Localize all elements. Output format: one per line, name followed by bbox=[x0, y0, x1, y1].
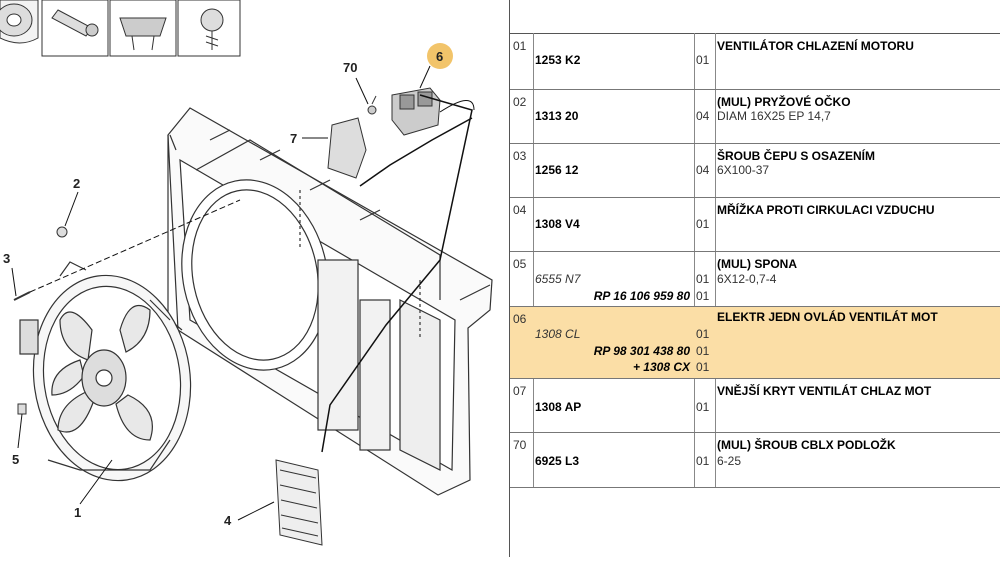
fan-shroud-frame bbox=[167, 107, 493, 496]
table-row[interactable]: 05 6555 N7 01 RP 16 106 959 80 01 (MUL) … bbox=[510, 252, 1000, 307]
part-description: VENTILÁTOR CHLAZENÍ MOTORU bbox=[717, 39, 914, 53]
part-reference[interactable]: 6925 L3 bbox=[535, 454, 580, 468]
part-quantity: 04 bbox=[696, 109, 710, 123]
row-index: 70 bbox=[513, 438, 527, 452]
column-divider bbox=[715, 33, 716, 488]
part-description: (MUL) PRYŽOVÉ OČKO bbox=[717, 95, 851, 109]
callout-4[interactable]: 4 bbox=[224, 513, 232, 528]
row-index: 06 bbox=[513, 312, 527, 326]
rubber-grommet bbox=[56, 226, 68, 238]
table-row[interactable]: 02 1313 20 04 (MUL) PRYŽOVÉ OČKO DIAM 16… bbox=[510, 90, 1000, 144]
table-row[interactable]: 03 1256 12 04 ŠROUB ČEPU S OSAZENÍM 6X10… bbox=[510, 144, 1000, 198]
replacement-reference-2[interactable]: + 1308 CX bbox=[632, 360, 690, 374]
callout-1[interactable]: 1 bbox=[74, 505, 81, 520]
screw-70 bbox=[367, 95, 377, 115]
part-reference[interactable]: 1308 AP bbox=[535, 400, 582, 414]
part-quantity: 01 bbox=[696, 53, 710, 67]
replacement-quantity: 01 bbox=[696, 344, 710, 358]
callout-70[interactable]: 70 bbox=[343, 60, 357, 75]
replacement-quantity-2: 01 bbox=[696, 360, 710, 374]
callout-6[interactable]: 6 bbox=[436, 49, 443, 64]
part-spec: DIAM 16X25 EP 14,7 bbox=[717, 109, 831, 123]
table-row-selected[interactable]: 06 1308 CL 01 RP 98 301 438 80 01 + 1308… bbox=[510, 307, 1000, 379]
row-index: 01 bbox=[513, 39, 527, 53]
part-description: MŘÍŽKA PROTI CIRKULACI VZDUCHU bbox=[717, 203, 935, 217]
cooling-fan bbox=[19, 261, 192, 482]
part-spec: 6X12-0,7-4 bbox=[717, 272, 777, 286]
part-spec: 6X100-37 bbox=[717, 163, 770, 177]
part-description: ELEKTR JEDN OVLÁD VENTILÁT MOT bbox=[717, 310, 938, 324]
part-quantity: 01 bbox=[696, 400, 710, 414]
column-divider bbox=[694, 33, 695, 488]
table-row[interactable]: 04 1308 V4 01 MŘÍŽKA PROTI CIRKULACI VZD… bbox=[510, 198, 1000, 252]
table-row[interactable]: 70 6925 L3 01 (MUL) ŠROUB CBLX PODLOŽK 6… bbox=[510, 433, 1000, 488]
fastener-thumbnails bbox=[0, 0, 241, 57]
part-reference[interactable]: 1253 K2 bbox=[535, 53, 581, 67]
part-description: ŠROUB ČEPU S OSAZENÍM bbox=[717, 149, 876, 163]
part-description: (MUL) SPONA bbox=[717, 257, 797, 271]
row-index: 07 bbox=[513, 384, 527, 398]
part-quantity: 01 bbox=[696, 217, 710, 231]
part-reference[interactable]: 1313 20 bbox=[535, 109, 579, 123]
air-recirculation-grille bbox=[275, 459, 323, 546]
part-reference[interactable]: 1256 12 bbox=[535, 163, 579, 177]
part-reference[interactable]: 1308 V4 bbox=[535, 217, 580, 231]
replacement-reference[interactable]: RP 16 106 959 80 bbox=[593, 289, 690, 303]
parts-list-table: 01 1253 K2 01 VENTILÁTOR CHLAZENÍ MOTORU… bbox=[509, 0, 1000, 557]
part-description: VNĚJŠÍ KRYT VENTILÁT CHLAZ MOT bbox=[717, 384, 932, 398]
callout-6-badge bbox=[427, 43, 453, 69]
replacement-reference[interactable]: RP 98 301 438 80 bbox=[593, 344, 690, 358]
part-quantity: 01 bbox=[696, 327, 710, 341]
part-reference[interactable]: 6555 N7 bbox=[535, 272, 581, 286]
part-quantity: 04 bbox=[696, 163, 710, 177]
clip bbox=[17, 403, 27, 415]
column-divider bbox=[533, 33, 534, 488]
part-reference[interactable]: 1308 CL bbox=[535, 327, 581, 341]
part-spec: 6-25 bbox=[717, 454, 742, 468]
leader-lines bbox=[11, 65, 475, 521]
part-description: (MUL) ŠROUB CBLX PODLOŽK bbox=[717, 438, 896, 452]
callout-7[interactable]: 7 bbox=[290, 131, 297, 146]
part-quantity: 01 bbox=[696, 272, 710, 286]
row-index: 02 bbox=[513, 95, 527, 109]
table-row[interactable]: 07 1308 AP 01 VNĚJŠÍ KRYT VENTILÁT CHLAZ… bbox=[510, 379, 1000, 433]
part-quantity: 01 bbox=[696, 454, 710, 468]
row-index: 03 bbox=[513, 149, 527, 163]
fan-control-unit bbox=[391, 87, 441, 136]
exploded-view-drawing: 6 70 7 2 3 5 1 4 bbox=[0, 0, 493, 546]
parts-diagram: 6 70 7 2 3 5 1 4 bbox=[0, 0, 493, 546]
stud-screw bbox=[13, 291, 31, 301]
row-index: 04 bbox=[513, 203, 527, 217]
table-header bbox=[510, 0, 1000, 34]
row-index: 05 bbox=[513, 257, 527, 271]
replacement-quantity: 01 bbox=[696, 289, 710, 303]
callout-5[interactable]: 5 bbox=[12, 452, 19, 467]
callout-2[interactable]: 2 bbox=[73, 176, 80, 191]
table-row[interactable]: 01 1253 K2 01 VENTILÁTOR CHLAZENÍ MOTORU bbox=[510, 34, 1000, 90]
fan-cover bbox=[327, 117, 367, 179]
callout-3[interactable]: 3 bbox=[3, 251, 10, 266]
